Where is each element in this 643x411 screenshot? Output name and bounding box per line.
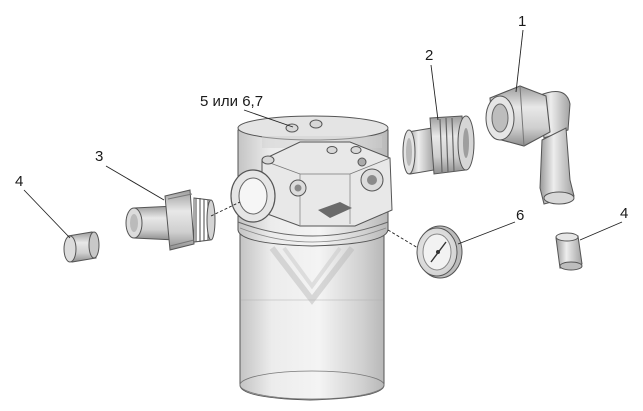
- filter-head-block: [261, 119, 393, 227]
- part-4-cap-right: [555, 232, 583, 271]
- part-6-gauge: [416, 225, 463, 279]
- callout-4-right: 4: [620, 205, 628, 222]
- callout-5: 5 или 6,7: [200, 93, 263, 110]
- head-port-ring: [230, 169, 276, 223]
- part-4-cap-left: [63, 231, 100, 263]
- callout-2: 2: [425, 47, 433, 64]
- callout-3: 3: [95, 148, 103, 165]
- part-2-union-fitting: [402, 115, 475, 175]
- part-3-nipple: [125, 189, 216, 251]
- callout-1: 1: [518, 13, 526, 30]
- part-1-angle-fitting: [485, 85, 575, 205]
- leader-lines: [23, 29, 623, 249]
- callout-4-left: 4: [15, 173, 23, 190]
- callout-6: 6: [516, 207, 524, 224]
